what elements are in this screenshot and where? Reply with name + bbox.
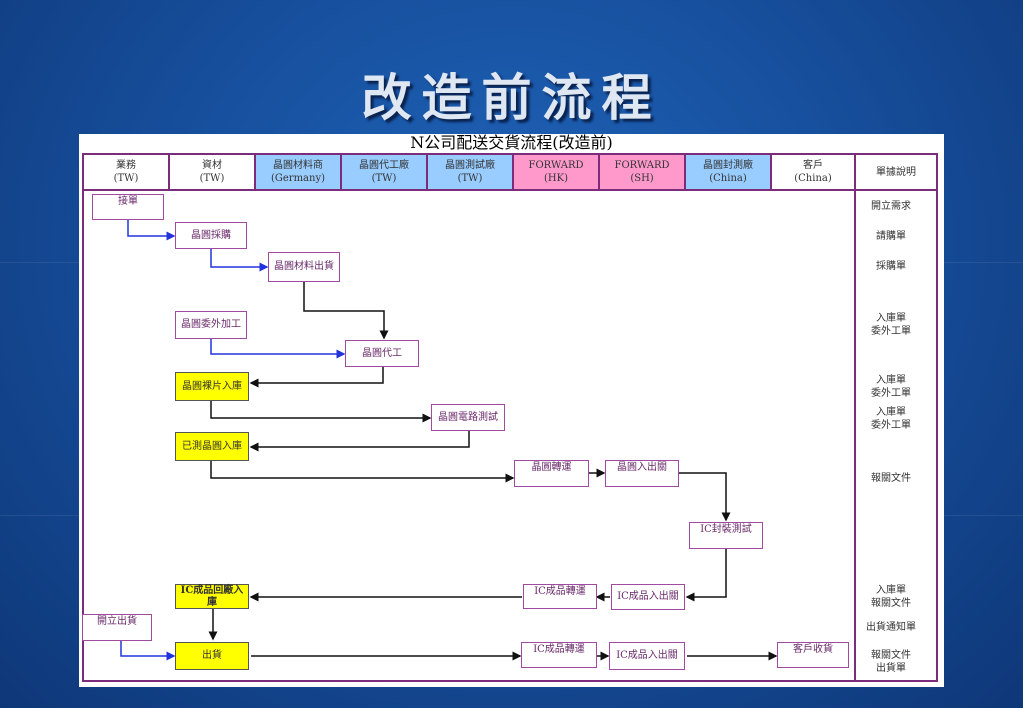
column-header-location: (SH) xyxy=(630,173,654,184)
box-wafer-circuit-test: 晶圓電路測試 xyxy=(431,404,505,431)
column-header-title: 晶圓封測廠 xyxy=(703,160,753,171)
document-title: N公司配送交貨流程(改造前) xyxy=(410,133,613,152)
doc-note-line: 入庫單 xyxy=(876,407,906,418)
box-shipment: 出貨 xyxy=(175,642,249,670)
column-header-title: 單據說明 xyxy=(876,166,916,178)
box-tested-wafer-in: 已測晶圓入庫 xyxy=(175,432,249,461)
column-header-title: 資材 xyxy=(202,160,222,171)
doc-note: 出貨通知單 xyxy=(866,622,916,633)
doc-note: 開立需求 xyxy=(871,201,911,212)
column-header-location: (TW) xyxy=(457,173,483,184)
box-wafer-material-ship: 晶圓材料出貨 xyxy=(268,252,340,282)
column-header-packaging: 晶圓封測廠 (China) xyxy=(686,155,772,191)
arrow-bare-in-to-test xyxy=(210,401,432,423)
doc-note-line: 報關文件 xyxy=(871,650,911,661)
box-wafer-foundry: 晶圓代工 xyxy=(345,340,419,367)
flowchart-frame: 業務 (TW) 資材 (TW) 晶圓材料商 (Germany) 晶圓代工廠 (T… xyxy=(82,153,938,682)
box-wafer-transit: 晶圓轉運 xyxy=(514,460,589,487)
column-header-customer: 客戶 (China) xyxy=(772,155,856,191)
column-divider xyxy=(854,191,856,680)
column-header-title: 晶圓材料商 xyxy=(273,160,323,171)
doc-note: 報關文件 xyxy=(871,473,911,484)
column-header-location: (China) xyxy=(709,173,747,184)
arrow-purchase-to-material xyxy=(210,249,269,272)
arrow-foundry-to-bare-in xyxy=(249,367,384,388)
doc-note: 報關文件 出貨單 xyxy=(851,649,931,675)
column-header-title: 晶圓代工廠 xyxy=(359,160,409,171)
doc-note: 入庫單 委外工單 xyxy=(851,374,931,400)
arrow-package-to-customs xyxy=(685,549,727,602)
box-wafer-purchase: 晶圓採購 xyxy=(175,222,247,249)
box-order: 接單 xyxy=(92,194,164,220)
column-header-materials: 資材 (TW) xyxy=(170,155,256,191)
box-ic-customs-2: IC成品入出關 xyxy=(609,642,685,670)
flow-arrows xyxy=(120,220,778,661)
box-ic-package-test: IC封裝測試 xyxy=(689,522,763,549)
box-bare-wafer-in: 晶圓裸片入庫 xyxy=(175,372,249,401)
column-header-location: (HK) xyxy=(544,173,568,184)
column-header-location: (TW) xyxy=(199,173,225,184)
column-header-title: 晶圓測試廠 xyxy=(445,160,495,171)
doc-note: 採購單 xyxy=(876,261,906,272)
box-ic-return-in: IC成品回廠入庫 xyxy=(175,584,249,609)
doc-note-line: 委外工單 xyxy=(871,420,911,431)
doc-note-line: 報關文件 xyxy=(871,598,911,609)
doc-note-line: 出貨單 xyxy=(876,663,906,674)
arrow-open-to-shipment xyxy=(120,641,176,661)
box-ic-transit-1: IC成品轉運 xyxy=(523,584,597,609)
doc-note: 入庫單 委外工單 xyxy=(851,406,931,432)
box-ic-transit-2: IC成品轉運 xyxy=(521,642,597,668)
doc-note-line: 入庫單 xyxy=(876,313,906,324)
arrow-tested-in-to-transit xyxy=(210,461,515,483)
column-header-title: 業務 xyxy=(116,160,136,171)
box-wafer-customs: 晶圓入出關 xyxy=(605,460,679,487)
box-open-shipment: 開立出貨 xyxy=(82,614,152,641)
column-header-title: FORWARD xyxy=(528,160,584,171)
doc-note: 入庫單 報關文件 xyxy=(851,584,931,610)
doc-note-line: 入庫單 xyxy=(876,585,906,596)
box-ic-customs-1: IC成品入出關 xyxy=(611,584,685,610)
column-header-title: 客戶 xyxy=(803,160,823,171)
column-header-wafer-test: 晶圓測試廠 (TW) xyxy=(428,155,514,191)
doc-note: 入庫單 委外工單 xyxy=(851,312,931,338)
slide-title: 改造前流程 xyxy=(361,68,662,127)
column-header-sales: 業務 (TW) xyxy=(84,155,170,191)
flowchart-document: N公司配送交貨流程(改造前) 業務 (TW) 資材 (TW) 晶圓材料商 (Ge… xyxy=(79,134,944,687)
box-customer-receive: 客戶收貨 xyxy=(777,642,849,668)
arrow-customs-to-package xyxy=(679,472,731,522)
arrow-test-to-tested-in xyxy=(249,431,470,452)
doc-note: 請購單 xyxy=(876,231,906,242)
column-header-location: (TW) xyxy=(113,173,139,184)
column-header-location: (China) xyxy=(794,173,832,184)
doc-note-line: 委外工單 xyxy=(871,326,911,337)
arrow-outsourcing-to-foundry xyxy=(210,339,346,359)
column-header-title: FORWARD xyxy=(614,160,670,171)
column-header-forward-hk: FORWARD (HK) xyxy=(514,155,600,191)
arrow-material-to-foundry xyxy=(303,282,389,340)
column-header-wafer-supplier: 晶圓材料商 (Germany) xyxy=(256,155,342,191)
column-header-location: (Germany) xyxy=(270,173,326,184)
doc-note-line: 入庫單 xyxy=(876,375,906,386)
arrow-order-to-purchase xyxy=(127,220,176,241)
box-wafer-outsourcing: 晶圓委外加工 xyxy=(175,311,247,339)
column-header-forward-sh: FORWARD (SH) xyxy=(600,155,686,191)
column-header-foundry: 晶圓代工廠 (TW) xyxy=(342,155,428,191)
column-header-documents: 單據說明 xyxy=(856,155,936,191)
doc-note-line: 委外工單 xyxy=(871,388,911,399)
column-header-location: (TW) xyxy=(371,173,397,184)
